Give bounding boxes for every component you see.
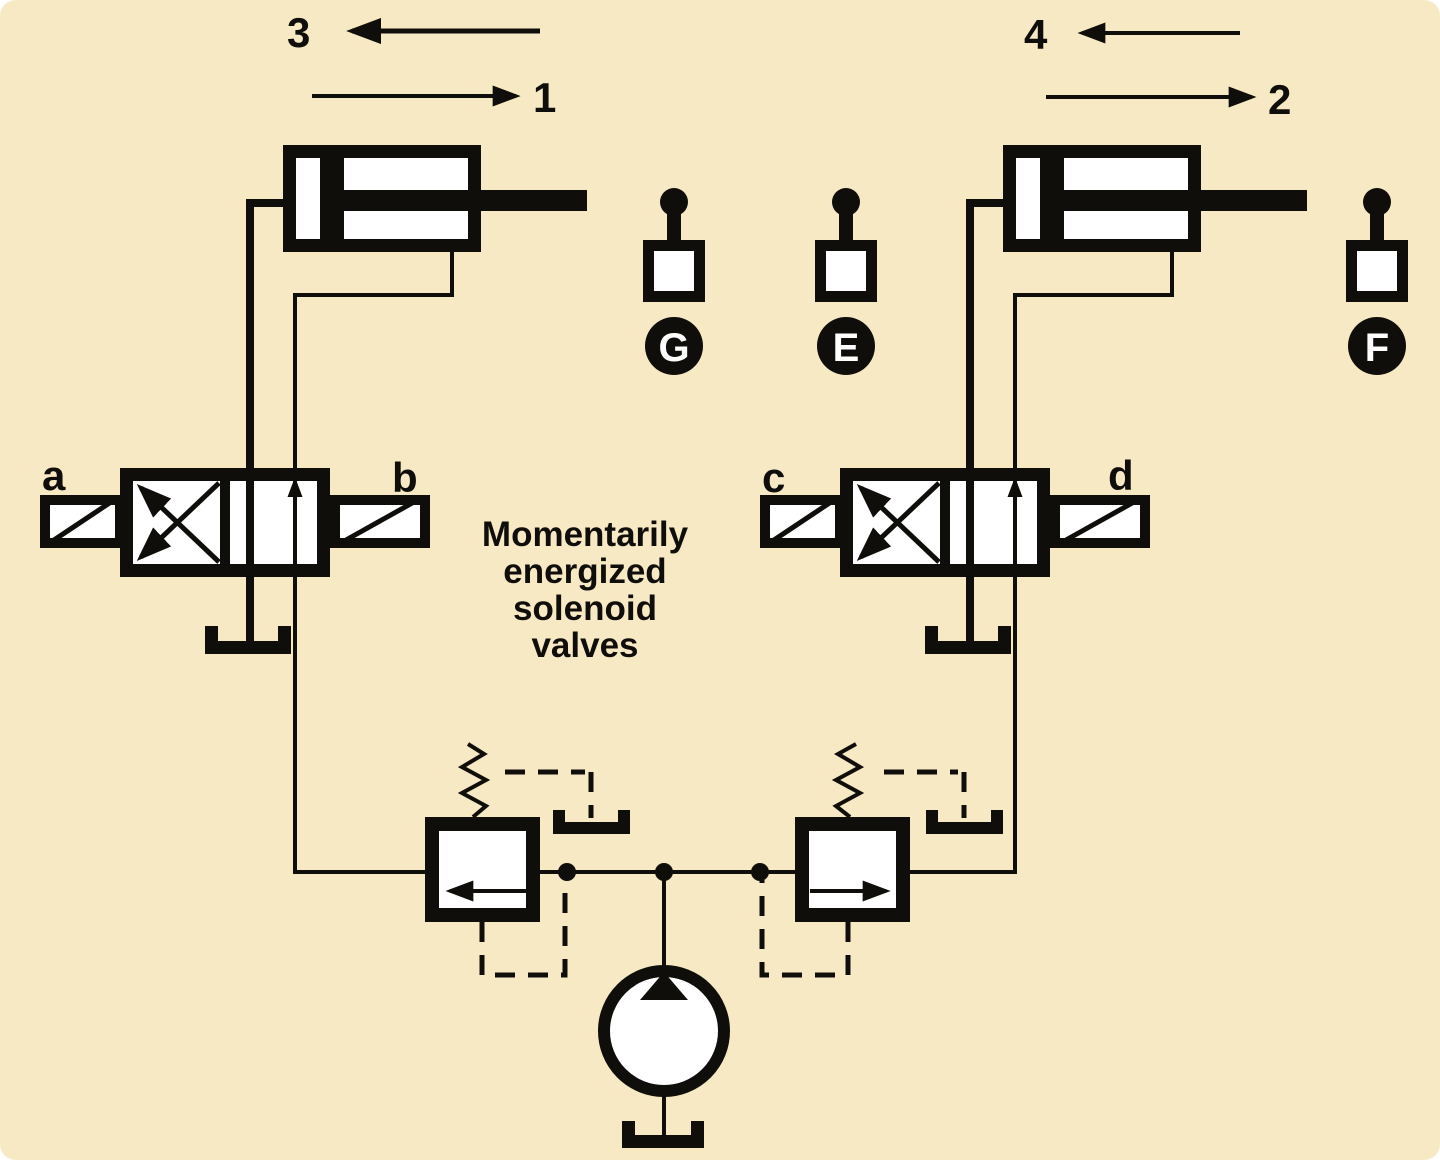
junction-dot: [655, 863, 673, 881]
relief-valve-inner: [809, 831, 896, 908]
solenoid-slash-icon: [344, 499, 416, 543]
right-relief-valve: [759, 742, 1003, 978]
switch-label-g: G: [658, 326, 689, 370]
roller-icon: [1363, 188, 1391, 216]
limit-switch-f: F: [1346, 188, 1408, 375]
motion-arrows: 3 1 4 2: [287, 9, 1291, 123]
caption-line-2: energized: [503, 552, 666, 591]
switch-badge: [645, 317, 703, 375]
piston-rod: [1064, 190, 1307, 211]
limit-switch-g: G: [643, 188, 705, 375]
vent-tank: [926, 810, 1003, 834]
pump-tank: [622, 1121, 704, 1148]
parallel-position-box: [950, 481, 1037, 564]
roller-icon: [660, 188, 688, 216]
junction-dot: [558, 863, 576, 881]
motion-label-1: 1: [533, 74, 556, 121]
solenoid-slash-icon: [772, 499, 833, 543]
switch-badge: [1348, 317, 1406, 375]
caption: Momentarily energized solenoid valves: [482, 515, 689, 665]
left-relief-valve: [425, 742, 630, 978]
right-cylinder: [1003, 145, 1307, 252]
solenoid-label-a: a: [42, 452, 66, 499]
pilot-dash-line: [479, 880, 568, 978]
right-solenoid-valve: c d: [760, 452, 1150, 577]
caption-line-1: Momentarily: [482, 515, 689, 554]
solenoid-label-d: d: [1108, 452, 1134, 499]
switch-label-f: F: [1365, 326, 1389, 370]
crossed-flow-arrow: [856, 483, 941, 564]
piston: [1040, 158, 1064, 239]
left-cap-line: [246, 199, 283, 643]
switch-box-inner: [654, 251, 694, 291]
solenoid-label-c: c: [762, 454, 785, 501]
plunger-stem: [667, 210, 681, 242]
spring-icon: [831, 742, 865, 819]
switch-box-inner: [826, 251, 866, 291]
limit-switch-e: E: [815, 188, 877, 375]
spring-icon: [457, 742, 491, 819]
caption-line-3: solenoid: [513, 589, 657, 628]
right-valve-tank: [925, 626, 1011, 654]
piston-rod: [344, 190, 587, 211]
motion-label-4: 4: [1024, 11, 1048, 58]
crossed-flow-arrow: [856, 481, 941, 562]
valve-flow-up-arrow: [1007, 477, 1023, 497]
motion-label-3: 3: [287, 9, 310, 56]
crossed-flow-arrow: [136, 481, 221, 562]
piston: [320, 158, 344, 239]
switch-box-inner: [1357, 251, 1397, 291]
motion-label-2: 2: [1268, 76, 1291, 123]
plunger-stem: [1370, 210, 1384, 242]
right-cap-line: [966, 199, 1003, 643]
plunger-stem: [839, 210, 853, 242]
hydraulic-pump: [598, 965, 730, 1148]
vent-tank: [553, 810, 630, 834]
caption-line-4: valves: [531, 626, 638, 665]
hydraulic-lines: [246, 199, 1174, 972]
pump-flow-triangle: [640, 972, 688, 1000]
junction-dots: [558, 863, 769, 881]
junction-dot: [751, 863, 769, 881]
switch-badge: [817, 317, 875, 375]
left-cylinder: [283, 145, 587, 252]
left-valve-tank: [205, 626, 291, 654]
relief-valve-inner: [439, 831, 526, 908]
solenoid-slash-icon: [1064, 499, 1136, 543]
solenoid-label-b: b: [392, 454, 418, 501]
solenoid-slash-icon: [52, 499, 113, 543]
right-pressure-line: [908, 252, 1174, 874]
parallel-position-box: [230, 481, 317, 564]
left-pressure-line: [293, 252, 454, 874]
roller-icon: [832, 188, 860, 216]
switch-label-e: E: [833, 326, 860, 370]
crossed-flow-arrow: [136, 483, 221, 564]
valve-flow-up-arrow: [287, 477, 303, 497]
left-solenoid-valve: a b: [40, 452, 430, 577]
